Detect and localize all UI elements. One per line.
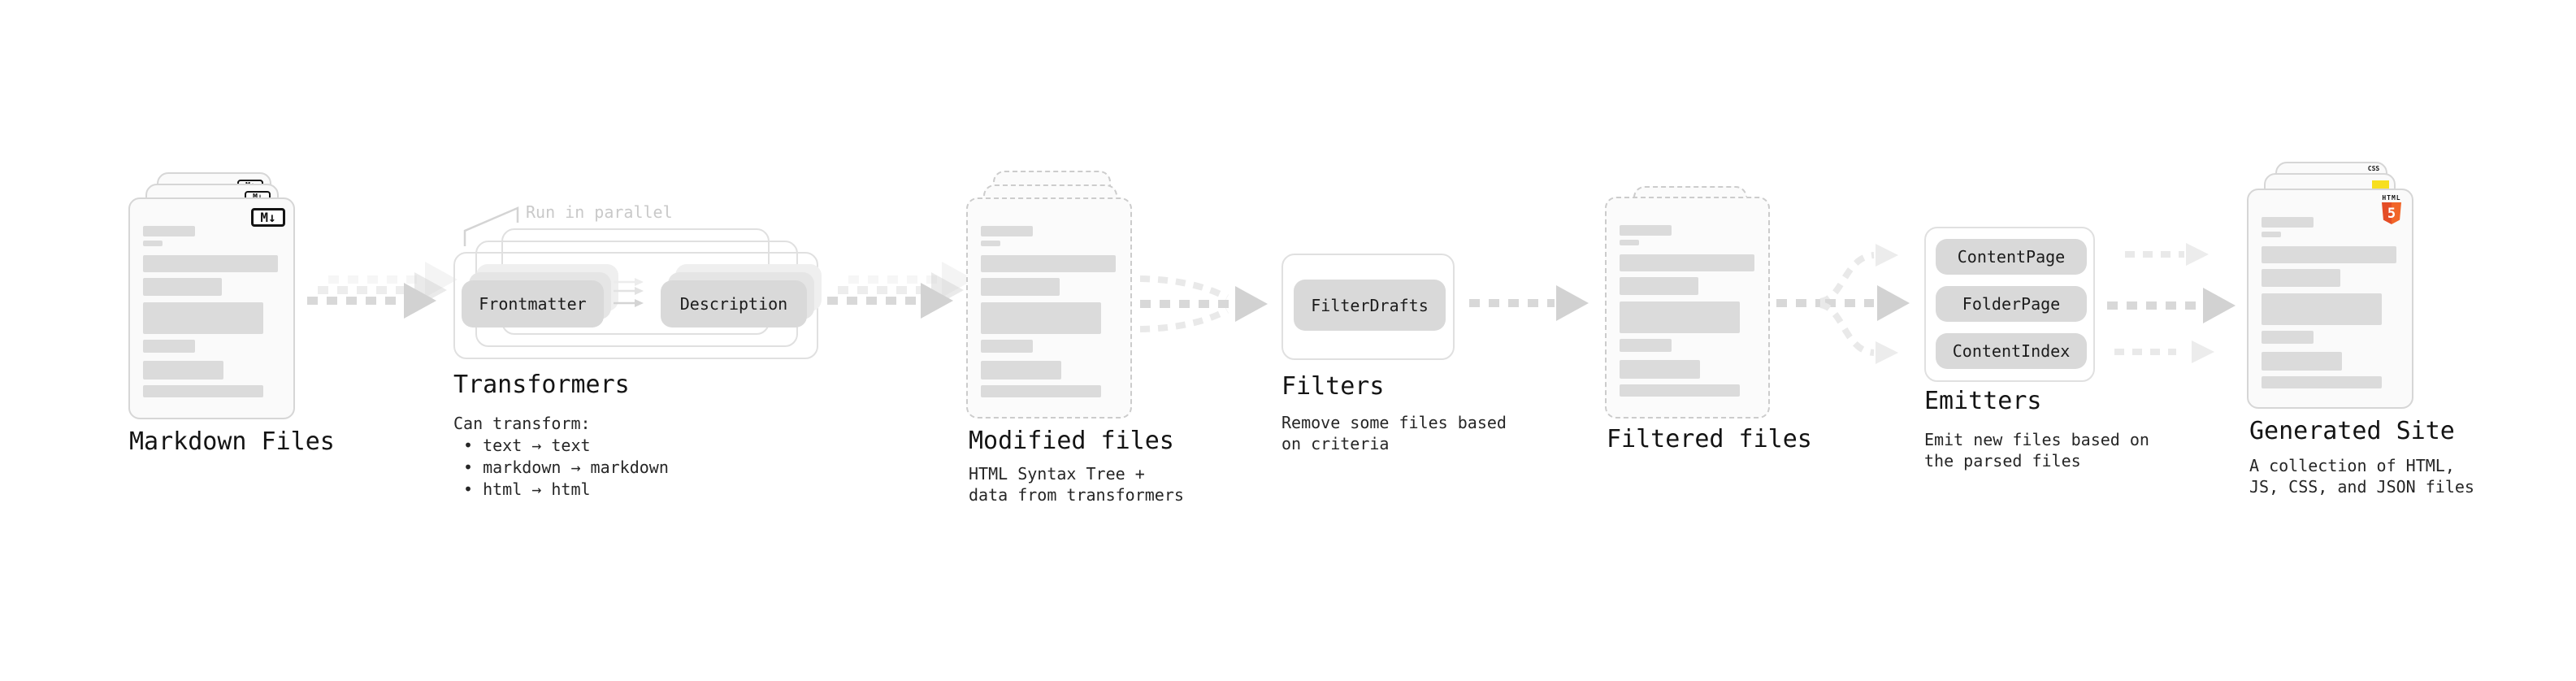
filters-subtitle: Remove some files based on criteria [1281,413,1507,453]
can-transform-label: Can transform: [453,414,591,433]
generated-site-title: Generated Site [2249,417,2455,445]
modified-doc-front [966,197,1132,419]
run-in-parallel-connector [463,206,519,246]
modified-files-subtitle: HTML Syntax Tree + data from transformer… [969,464,1184,505]
html5-icon: HTML 5 [2379,194,2404,224]
transform-bullet: • markdown → markdown [463,458,669,477]
site-doc-html: HTML 5 [2247,189,2413,409]
filters-card: FilterDrafts [1281,254,1455,360]
generated-site-subtitle: A collection of HTML, JS, CSS, and JSON … [2249,456,2474,497]
markdown-icon: M↓ [251,208,285,227]
frontmatter-pill: Frontmatter [462,280,604,327]
modified-files-title: Modified files [969,427,1174,455]
markdown-files-title: Markdown Files [129,427,335,456]
arrow-filters-to-filtered [1469,285,1589,321]
document-text-placeholder [143,226,278,397]
emitters-title: Emitters [1924,387,2042,415]
markdown-doc-front: M↓ [128,197,295,419]
emitters-subtitle: Emit new files based on the parsed files [1924,430,2149,471]
run-in-parallel-note: Run in parallel [526,202,673,222]
document-text-placeholder [2262,217,2396,388]
contentindex-pill: ContentIndex [1936,333,2087,369]
transformers-title: Transformers [453,371,630,399]
document-text-placeholder [981,226,1116,397]
arrow-modified-to-filters [1139,275,1268,332]
filtered-files-title: Filtered files [1607,425,1812,453]
arrow-emitters-to-site [2107,243,2236,363]
arrow-markdown-to-transformers [307,262,458,319]
emitters-card: ContentPage FolderPage ContentIndex [1924,227,2095,382]
transformers-description: Can transform: • text → text • markdown … [453,413,669,501]
description-pill: Description [661,280,807,327]
html5-shield: 5 [2382,202,2401,224]
filterdrafts-pill: FilterDrafts [1294,280,1446,331]
arrow-transformers-to-modified [827,262,974,319]
filtered-doc-front [1605,197,1770,419]
js-icon [2372,180,2389,189]
folderpage-pill: FolderPage [1936,286,2087,322]
filters-title: Filters [1281,372,1385,401]
arrow-filtered-to-emitters [1776,244,1910,364]
document-text-placeholder [1620,225,1754,397]
contentpage-pill: ContentPage [1936,239,2087,275]
html5-label: HTML [2382,194,2401,202]
transform-bullet: • text → text [463,436,591,455]
transform-bullet: • html → html [463,479,591,499]
css-badge-text: CSS [2367,165,2380,172]
pill-to-pill-arrows-icon [614,278,644,307]
